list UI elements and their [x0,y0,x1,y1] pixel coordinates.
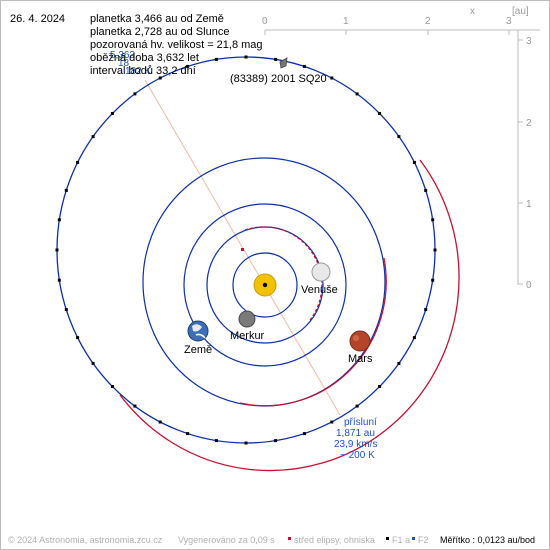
y-axis: 3 2 1 0 [517,30,532,291]
orbit-point [55,248,59,252]
earth-orbit [183,203,347,367]
orbit-point [76,336,80,340]
orbit-point [110,385,114,388]
mars-orbit-red-segment [239,257,387,407]
orbit-point [355,404,359,408]
orbit-point [57,278,61,282]
ghost-line-3: 182 K [125,66,151,77]
orbit-point [431,218,435,222]
footer-legend-f1: F1 a [392,535,410,545]
orbit-point [64,188,68,192]
footer-legend-center: střed elipsy, ohniska [294,535,375,545]
asteroid-orbit-points [55,55,437,445]
orbit-point [91,135,95,139]
orbit-point [158,420,162,424]
orbit-point [91,361,95,365]
footer-legend-f2: F2 [418,535,429,545]
orbit-point [424,188,428,192]
orbit-point [302,64,306,68]
mars: Mars [348,330,373,365]
apsides-marker [241,248,244,251]
orbit-point [412,336,416,340]
venus: Venuše [301,262,338,296]
legend-f2-marker [412,537,415,540]
orbit-point [433,248,437,252]
venus-label: Venuše [301,284,338,296]
legend-center-marker [288,537,291,540]
asteroid: (83389) 2001 SQ20 [230,57,327,85]
orbit-point [378,112,382,115]
info-magnitude: pozorovaná hv. velikost = 21,8 mag [90,39,263,51]
y-tick-0: 0 [526,280,532,291]
orbit-point [186,64,190,68]
perihelion-speed: 23,9 km/s [334,439,377,450]
info-period: oběžná doba 3,632 let [90,52,199,64]
asteroid-label: (83389) 2001 SQ20 [230,73,327,85]
orbit-point [302,432,306,436]
x-tick-2: 2 [425,16,431,27]
footer-scale: Měřítko : 0,0123 au/bod [440,535,535,545]
y-tick-1: 1 [526,199,532,210]
orbit-point [412,160,416,164]
orbit-point [186,432,190,436]
footer-generated: Vygenerováno za 0,09 s [178,535,275,545]
orbit-point [244,55,248,59]
x-tick-0: 0 [262,16,268,27]
ghost-line-1: 5,363 [110,50,135,61]
y-tick-2: 2 [526,118,532,129]
asteroid-orbit-red-segment [119,159,460,472]
orbit-point [330,76,334,80]
orbit-point [244,441,248,445]
orbit-point [330,420,334,424]
mars-label: Mars [348,353,373,365]
footer: © 2024 Astronomia, astronomia.zcu.cz Vyg… [8,535,535,545]
orbit-point [424,308,428,312]
y-tick-3: 3 [526,36,532,47]
orbit-point [397,135,401,139]
orbit-point [158,76,162,80]
mercury-orbit [232,252,298,318]
orbit-point [133,92,137,96]
mercury-label: Merkur [230,330,265,342]
footer-copyright: © 2024 Astronomia, astronomia.zcu.cz [8,535,163,545]
orbit-point [133,404,137,408]
info-sun-distance: planetka 2,728 au od Slunce [90,26,229,38]
perihelion-title: přísluní [344,417,377,428]
orbit-point [274,439,278,443]
mercury: Merkur [230,310,265,342]
earth: Země [184,320,212,356]
orbit-point [355,92,359,96]
orbit-point [274,57,278,61]
orbit-point [397,361,401,365]
earth-label: Země [184,344,212,356]
orbit-point [378,385,382,388]
date-label: 26. 4. 2024 [10,13,65,25]
x-axis: 0 1 2 3 x [au] [262,6,540,35]
perihelion-distance: 1,871 au [336,428,375,439]
x-tick-3: 3 [506,16,512,27]
x-axis-label: x [470,6,475,17]
venus-orbit-dashed [244,226,323,321]
orbit-point [57,218,61,222]
orbit-point [214,57,218,61]
legend-f1-marker [386,537,389,540]
apsides-line [144,79,341,416]
ghost-line-2: 18 [118,58,130,69]
x-tick-1: 1 [343,16,349,27]
info-earth-distance: planetka 3,466 au od Země [90,13,224,25]
orbit-point [76,160,80,164]
orbit-point [214,439,218,443]
orbit-point [110,112,114,115]
axis-unit-label: [au] [512,6,529,17]
info-interval: interval bodů 33,2 dní [90,65,196,77]
sun [253,273,277,297]
orbit-point [431,278,435,282]
perihelion-temp: ~ 200 K [340,450,375,461]
orbit-point [64,308,68,312]
